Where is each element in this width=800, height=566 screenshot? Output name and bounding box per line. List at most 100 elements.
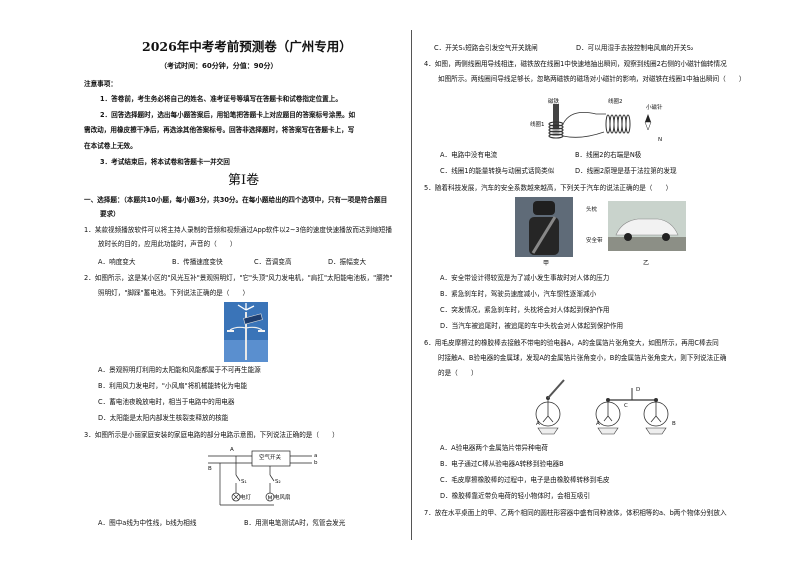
connecting-wire-bottom bbox=[562, 131, 605, 138]
q3-option-b: B．用测电笔测试A时，氖管会发光 bbox=[244, 519, 346, 527]
compass-needle-south bbox=[644, 121, 652, 131]
connecting-wire-top bbox=[562, 111, 606, 125]
q3-option-c: C．开关S₁短路会引发空气开关跳闸 bbox=[434, 44, 538, 52]
q6-option-a: A．A验电器两个金属箔片带异种电荷 bbox=[440, 444, 548, 452]
q7-stem: 7．放在水平桌面上的甲、乙两个相同的圆柱形容器中盛有同种液体，体积相等的a、b两… bbox=[424, 509, 727, 517]
circuit-label-b-point: B bbox=[208, 466, 212, 472]
car-wheel-front bbox=[624, 233, 632, 241]
notice-item-2c: 在本试卷上无效。 bbox=[84, 142, 137, 150]
section-juan-title: 第Ⅰ卷 bbox=[228, 173, 260, 188]
car-wheel-rear bbox=[662, 233, 670, 241]
lamp-arm-left bbox=[229, 326, 247, 331]
needle-label: 小磁针 bbox=[646, 105, 663, 111]
motor-label-m: M bbox=[268, 496, 273, 502]
q4-stem-a: 4．如图，两侧线圈用导线相连，磁铁放在线圈1中快速地抽出瞬间，观察到线圈2右侧的… bbox=[424, 60, 727, 68]
q2-option-d: D．太阳能是太阳内部发生核裂变释放的核能 bbox=[98, 414, 229, 422]
q1-option-b: B．传播速度变快 bbox=[172, 258, 223, 266]
photo-jia-label: 甲 bbox=[543, 260, 550, 267]
seatbelt-shape bbox=[531, 216, 557, 254]
q4-option-a: A．电路中没有电流 bbox=[440, 151, 498, 159]
lamp-label: 电灯 bbox=[240, 495, 252, 501]
circuit-label-b: b bbox=[314, 460, 318, 466]
electroscope-label-a: A bbox=[596, 421, 600, 427]
air-switch-label: 空气开关 bbox=[259, 455, 282, 461]
q5-option-a: A．安全带设计得较宽是为了减小发生事故时对人体的压力 bbox=[440, 274, 610, 282]
q6-option-d: D．橡胶棒靠近带负电荷的轻小物体时，会相互吸引 bbox=[440, 492, 591, 500]
circuit-figure: M bbox=[208, 450, 312, 506]
wind-turbine-blades bbox=[237, 303, 255, 311]
seatbelt-label: 安全带 bbox=[586, 238, 603, 244]
coil-2 bbox=[605, 114, 631, 134]
page-subtitle: （考试时间：60分钟，分值：90分） bbox=[160, 62, 278, 70]
q5-option-c: C．突发情况，紧急刹车时，头枕将会对人体起到保护作用 bbox=[440, 306, 610, 314]
electroscope-a bbox=[595, 398, 621, 435]
q4-stem-b: 如图所示。两线圈间导线足够长，忽略两磁铁的磁场对小磁针的影响，对磁铁在线圈1中抽… bbox=[438, 75, 746, 83]
q5-stem: 5．随着科技发展，汽车的安全系数越来越高，下列关于汽车的说法正确的是（ ） bbox=[424, 184, 673, 192]
switch-s1 bbox=[235, 474, 241, 482]
q5-option-b: B．紧急刹车时，驾驶员速度减小，汽车惯性逐渐减小 bbox=[440, 290, 597, 298]
coil1-label: 线圈1 bbox=[530, 122, 545, 128]
q4-option-d: D．线圈2原理是基于法拉第的发现 bbox=[575, 167, 677, 175]
column-divider bbox=[411, 30, 412, 540]
q2-option-b: B．利用风力发电时，"小风扇"将机械能转化为电能 bbox=[98, 382, 248, 390]
road-shape bbox=[608, 237, 686, 251]
motor-symbol bbox=[265, 492, 275, 502]
lamp-head-left bbox=[227, 330, 234, 332]
coil2-label: 线圈2 bbox=[608, 99, 623, 105]
car-body-shape bbox=[615, 218, 679, 236]
rod-label-d: D bbox=[636, 387, 641, 393]
lamp-head-right bbox=[258, 330, 265, 332]
q1-stem-a: 1．某款视频播放软件可以将主持人录制的音频和视频通过App软件以2~3倍的速度快… bbox=[84, 226, 392, 234]
switch-s1-label: S₁ bbox=[241, 479, 247, 485]
q2-option-c: C．蓄电池夜晚放电时，相当于电路中的用电器 bbox=[98, 398, 235, 406]
notice-item-1: 1．答卷前，考生务必将自己的姓名、准考证号等填写在答题卡和试卷指定位置上。 bbox=[100, 95, 342, 103]
q1-option-d: D．振幅变大 bbox=[328, 258, 367, 266]
q3-option-a: A．图中a线为中性线，b线为相线 bbox=[98, 519, 197, 527]
air-switch-box bbox=[251, 450, 291, 467]
coils-figure bbox=[548, 104, 652, 139]
car-seat-photo bbox=[515, 197, 573, 257]
fan-label: 电风扇 bbox=[274, 495, 291, 501]
notice-item-2b: 需改动，用橡皮擦干净后，再选涂其他答案标号。回答非选择题时，将答案写在答题卡上，… bbox=[84, 126, 355, 134]
switch-s2-label: S₂ bbox=[275, 479, 281, 485]
electroscope-figure bbox=[535, 379, 669, 435]
magnet-label: 磁铁 bbox=[548, 99, 560, 105]
q1-option-a: A．响度变大 bbox=[98, 258, 136, 266]
notice-heading: 注意事项： bbox=[84, 80, 117, 88]
q6-stem-b: 时接触A、B验电器的金属球，发现A的金属箔片张角变小，B的金属箔片张角变大，则下… bbox=[438, 354, 727, 362]
q1-option-c: C．音调变高 bbox=[254, 258, 292, 266]
compass-n-label: N bbox=[658, 137, 663, 143]
q6-stem-a: 6．用毛皮摩擦过的橡胶棒去接触不带电的验电器A，A的金属箔片张角变大，如图所示，… bbox=[424, 339, 719, 347]
solar-panel bbox=[243, 313, 263, 325]
page-title: 2026年中考考前预测卷（广州专用） bbox=[142, 39, 352, 54]
electroscope-b bbox=[643, 398, 669, 435]
car-photo bbox=[608, 201, 686, 251]
section-heading-b: 要求） bbox=[100, 210, 120, 218]
electroscope-label-a-left: A bbox=[536, 421, 540, 427]
notice-item-2a: 2．回答选择题时，选出每小题答案后，用铅笔把答题卡上对应题目的答案标号涂黑。如 bbox=[100, 111, 356, 119]
rod-label-c: C bbox=[624, 403, 628, 409]
q2-option-a: A．景观照明灯利用的太阳能和风能都属于不可再生能源 bbox=[98, 366, 261, 374]
q4-option-b: B．线圈2的右端是N极 bbox=[575, 151, 642, 159]
circuit-label-a-point: A bbox=[230, 447, 234, 453]
magnet-bar bbox=[553, 104, 559, 128]
electroscope-label-b: B bbox=[672, 421, 676, 427]
section-heading-a: 一、选择题：（本题共10小题，每小题3分，共30分。在每小题给出的四个选项中，只… bbox=[84, 196, 388, 204]
compass-needle-north bbox=[645, 114, 651, 122]
rubber-rod bbox=[547, 379, 565, 399]
q1-stem-b: 放时长的目的，应用此功能时，声音的（ ） bbox=[98, 240, 237, 248]
q6-stem-c: 的是（ ） bbox=[438, 369, 478, 377]
coil-1 bbox=[548, 121, 564, 139]
q2-stem-a: 2．如图所示，这是某小区的"风光互补"景观照明灯，"它"头顶"风力发电机，"肩扛… bbox=[84, 274, 393, 282]
q6-option-b: B．电子通过C棒从验电器A转移到验电器B bbox=[440, 460, 564, 468]
switch-s2 bbox=[269, 474, 275, 482]
headrest-label: 头枕 bbox=[586, 207, 598, 213]
electroscope-single bbox=[535, 379, 565, 435]
q3-option-d: D．可以用湿手去按控制电风扇的开关S₂ bbox=[576, 44, 694, 52]
q4-option-c: C．线圈1的能量转换与动圈式话筒类似 bbox=[440, 167, 555, 175]
notice-item-3: 3．考试结束后，将本试卷和答题卡一并交回 bbox=[100, 158, 230, 166]
circuit-label-a: a bbox=[314, 453, 318, 459]
photo-yi-label: 乙 bbox=[643, 260, 650, 267]
streetlight-figure bbox=[224, 302, 268, 362]
